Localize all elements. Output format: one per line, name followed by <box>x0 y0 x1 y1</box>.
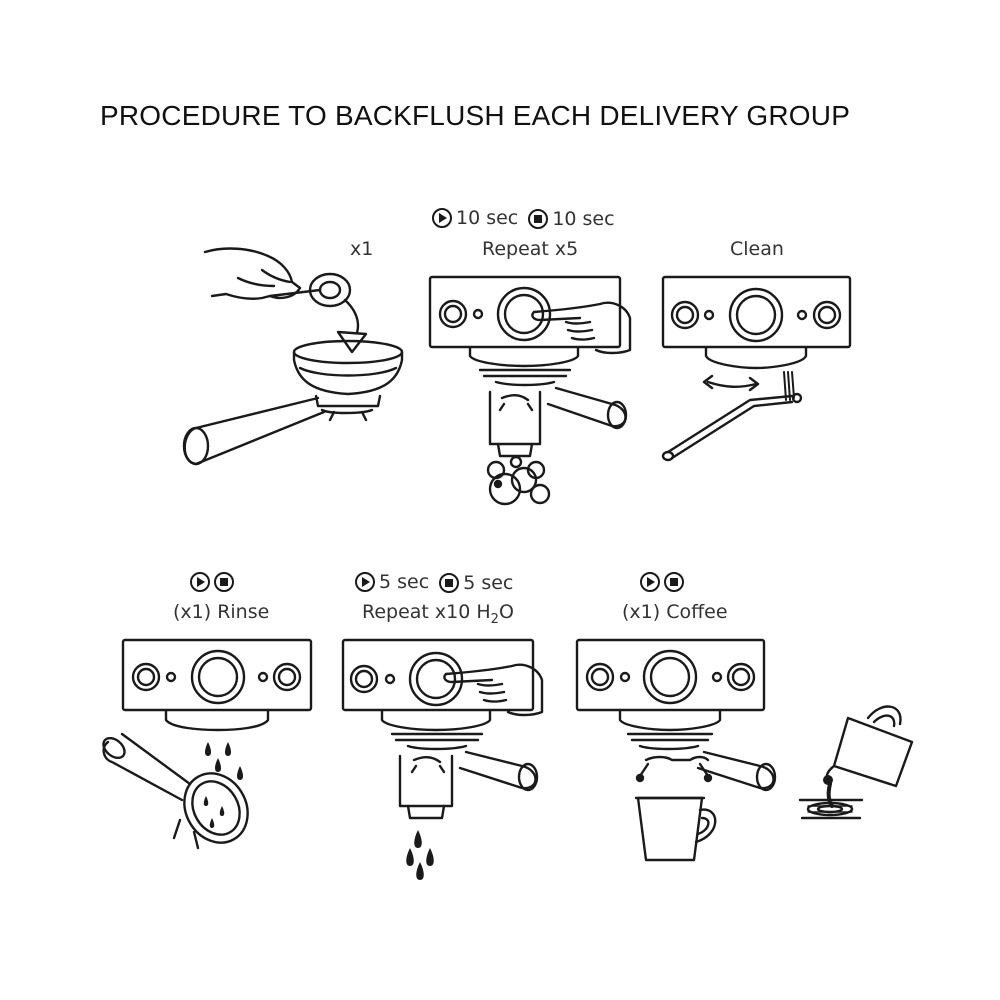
step5-label-sub: 2 <box>490 612 499 627</box>
coffee-group-icon <box>341 638 539 820</box>
motion-arrow-icon <box>706 380 758 388</box>
cup-icon <box>634 796 717 862</box>
stop-icon <box>439 573 460 593</box>
step5-stop-time: 5 sec <box>463 572 514 594</box>
page-title: PROCEDURE TO BACKFLUSH EACH DELIVERY GRO… <box>100 100 851 131</box>
stop-icon <box>528 209 549 229</box>
hand-icon <box>531 301 632 355</box>
water-drops-icon <box>205 742 243 780</box>
step4-label: (x1) Rinse <box>173 601 270 623</box>
step3-illustration <box>661 275 852 462</box>
coffee-group-icon <box>428 275 628 458</box>
step5-label: Repeat x10 H2O <box>362 601 514 627</box>
step4-illustration <box>102 638 313 850</box>
step6-label: (x1) Coffee <box>622 601 728 623</box>
drain-icon <box>798 798 864 820</box>
step5-play-time: 5 sec <box>379 571 430 593</box>
step1-label: x1 <box>350 238 374 260</box>
step1-illustration <box>182 247 404 466</box>
step6-controls <box>640 570 684 592</box>
hand-icon <box>443 663 544 717</box>
stop-icon <box>214 572 234 592</box>
pour-illustration <box>798 705 914 820</box>
step2-illustration <box>428 275 632 506</box>
play-icon <box>355 572 375 592</box>
step5-illustration <box>341 638 544 880</box>
stop-icon <box>664 572 684 592</box>
play-icon <box>640 572 660 592</box>
step5-label-prefix: Repeat x10 H <box>362 601 491 623</box>
play-icon <box>190 572 210 592</box>
bubbles-icon <box>486 455 551 506</box>
water-drops-icon <box>406 830 434 880</box>
coffee-group-icon <box>121 638 313 732</box>
cup-icon <box>825 705 914 788</box>
step2-timing: 10 sec 10 sec <box>432 206 615 230</box>
coffee-group-icon <box>661 275 852 370</box>
blind-disc-icon <box>308 272 352 308</box>
play-icon <box>432 208 452 228</box>
coffee-stream-icon <box>826 782 834 808</box>
step6-illustration <box>575 638 777 862</box>
brush-icon <box>661 371 803 462</box>
step2-stop-time: 10 sec <box>552 208 615 230</box>
coffee-group-icon <box>575 638 777 792</box>
step5-timing: 5 sec 5 sec <box>355 570 513 594</box>
step3-label: Clean <box>730 238 784 260</box>
hand-icon <box>203 247 322 300</box>
step5-label-suffix: O <box>498 601 514 623</box>
portafilter-icon <box>182 339 404 466</box>
step2-label: Repeat x5 <box>482 238 579 260</box>
step4-controls <box>190 570 234 592</box>
step2-play-time: 10 sec <box>456 207 519 229</box>
portafilter-icon <box>102 732 249 850</box>
